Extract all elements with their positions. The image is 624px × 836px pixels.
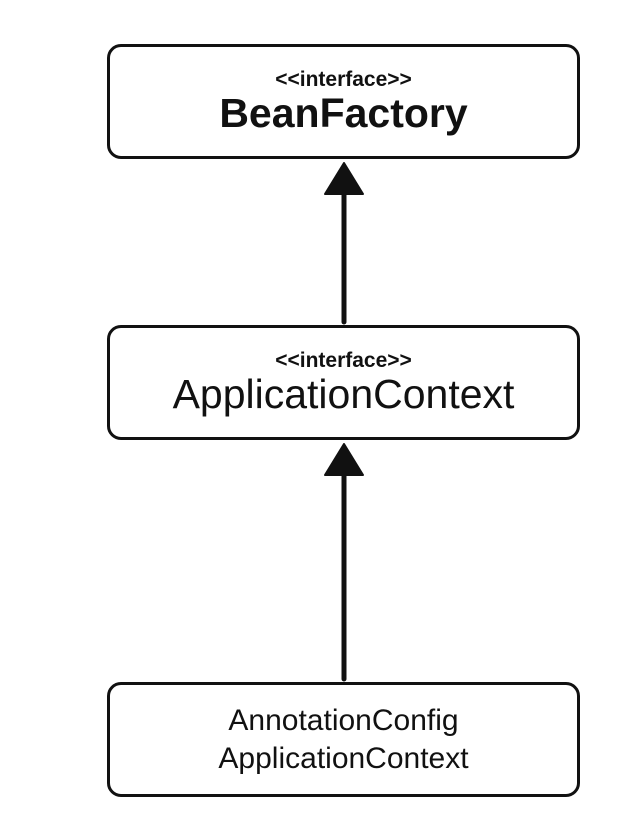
stereotype-label: <<interface>> <box>275 348 412 372</box>
edge-annotationconfig-to-applicationcontext <box>324 443 364 682</box>
node-name: ApplicationContext <box>172 370 515 417</box>
node-annotationconfigapplicationcontext: AnnotationConfig ApplicationContext <box>107 682 580 797</box>
node-name-line1: AnnotationConfig <box>228 703 459 737</box>
edge-applicationcontext-to-beanfactory <box>324 162 364 325</box>
node-beanfactory: <<interface>> BeanFactory <box>107 44 580 159</box>
node-name: BeanFactory <box>219 89 468 136</box>
arrowhead-icon <box>324 162 364 195</box>
arrowhead-icon <box>324 443 364 476</box>
stereotype-label: <<interface>> <box>275 67 412 91</box>
node-applicationcontext: <<interface>> ApplicationContext <box>107 325 580 440</box>
node-name-line2: ApplicationContext <box>218 741 469 775</box>
